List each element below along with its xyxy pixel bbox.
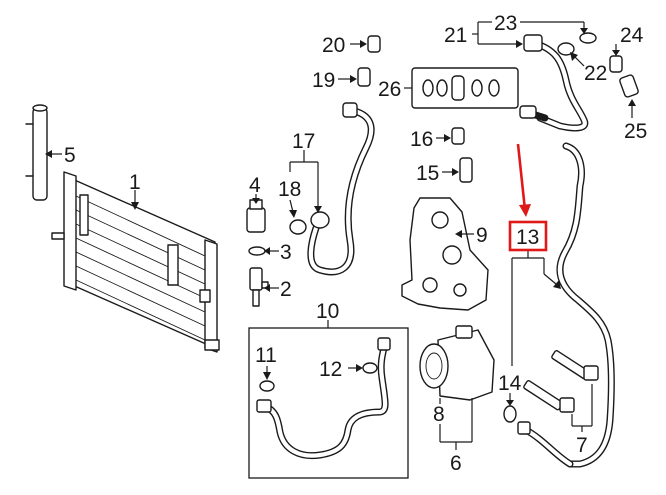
- callout-2: 2: [280, 278, 292, 301]
- seal-kit-part: [411, 67, 519, 109]
- callout-4: 4: [249, 174, 261, 197]
- liquid-line-part: [517, 142, 615, 468]
- callout-5: 5: [64, 144, 76, 167]
- o-ring-23: [579, 32, 597, 44]
- o-ring-11: [259, 380, 275, 392]
- bolt-part-upper: [551, 350, 599, 381]
- callout-13: 13: [516, 226, 539, 249]
- callout-7: 7: [576, 434, 588, 457]
- condenser-part: [51, 171, 220, 353]
- receiver-drier-part: [25, 104, 48, 201]
- callout-20: 20: [322, 34, 345, 57]
- service-port-16: [451, 127, 465, 145]
- leader-lines: [45, 21, 636, 450]
- o-ring-12: [362, 362, 378, 374]
- callout-19: 19: [312, 69, 335, 92]
- compressor-bracket-part: [401, 197, 489, 311]
- service-port-15: [459, 157, 473, 183]
- callout-22: 22: [584, 62, 607, 85]
- cap-part-18: [289, 219, 307, 235]
- valve-25: [619, 74, 639, 98]
- callout-23: 23: [494, 12, 517, 35]
- suction-hose-part: [307, 102, 375, 276]
- callout-1: 1: [129, 171, 141, 194]
- highlight-box-13: [508, 220, 548, 252]
- callout-26: 26: [378, 78, 401, 101]
- callout-25: 25: [624, 120, 647, 143]
- discharge-hose-part: [519, 34, 589, 132]
- cap-part-19: [357, 67, 371, 87]
- callout-8: 8: [433, 403, 445, 426]
- callout-6: 6: [450, 452, 462, 475]
- callout-16: 16: [410, 128, 433, 151]
- callout-12: 12: [319, 358, 342, 381]
- callout-10: 10: [316, 300, 339, 323]
- o-ring-part: [248, 246, 266, 256]
- bolt-part-lower: [523, 380, 575, 413]
- callout-17: 17: [292, 130, 315, 153]
- kit-hose-part: [256, 337, 391, 460]
- callout-21: 21: [444, 24, 467, 47]
- callout-3: 3: [280, 241, 292, 264]
- callout-11: 11: [255, 344, 277, 367]
- compressor-part: [419, 325, 495, 401]
- callout-9: 9: [476, 224, 488, 247]
- valve-core-part: [249, 267, 269, 307]
- cap-part-20: [367, 35, 381, 53]
- callout-18: 18: [278, 178, 301, 201]
- callout-14: 14: [498, 372, 522, 395]
- callout-labels: 1 2 3 4 5 6 7 8 9 10 11 12 13 14 15 16 1…: [64, 12, 647, 475]
- callout-15: 15: [416, 162, 439, 185]
- highlight-arrow: [516, 143, 531, 217]
- pressure-switch-part: [246, 199, 266, 233]
- callout-24: 24: [620, 24, 644, 47]
- valve-24: [609, 55, 623, 73]
- o-ring-14: [503, 405, 517, 423]
